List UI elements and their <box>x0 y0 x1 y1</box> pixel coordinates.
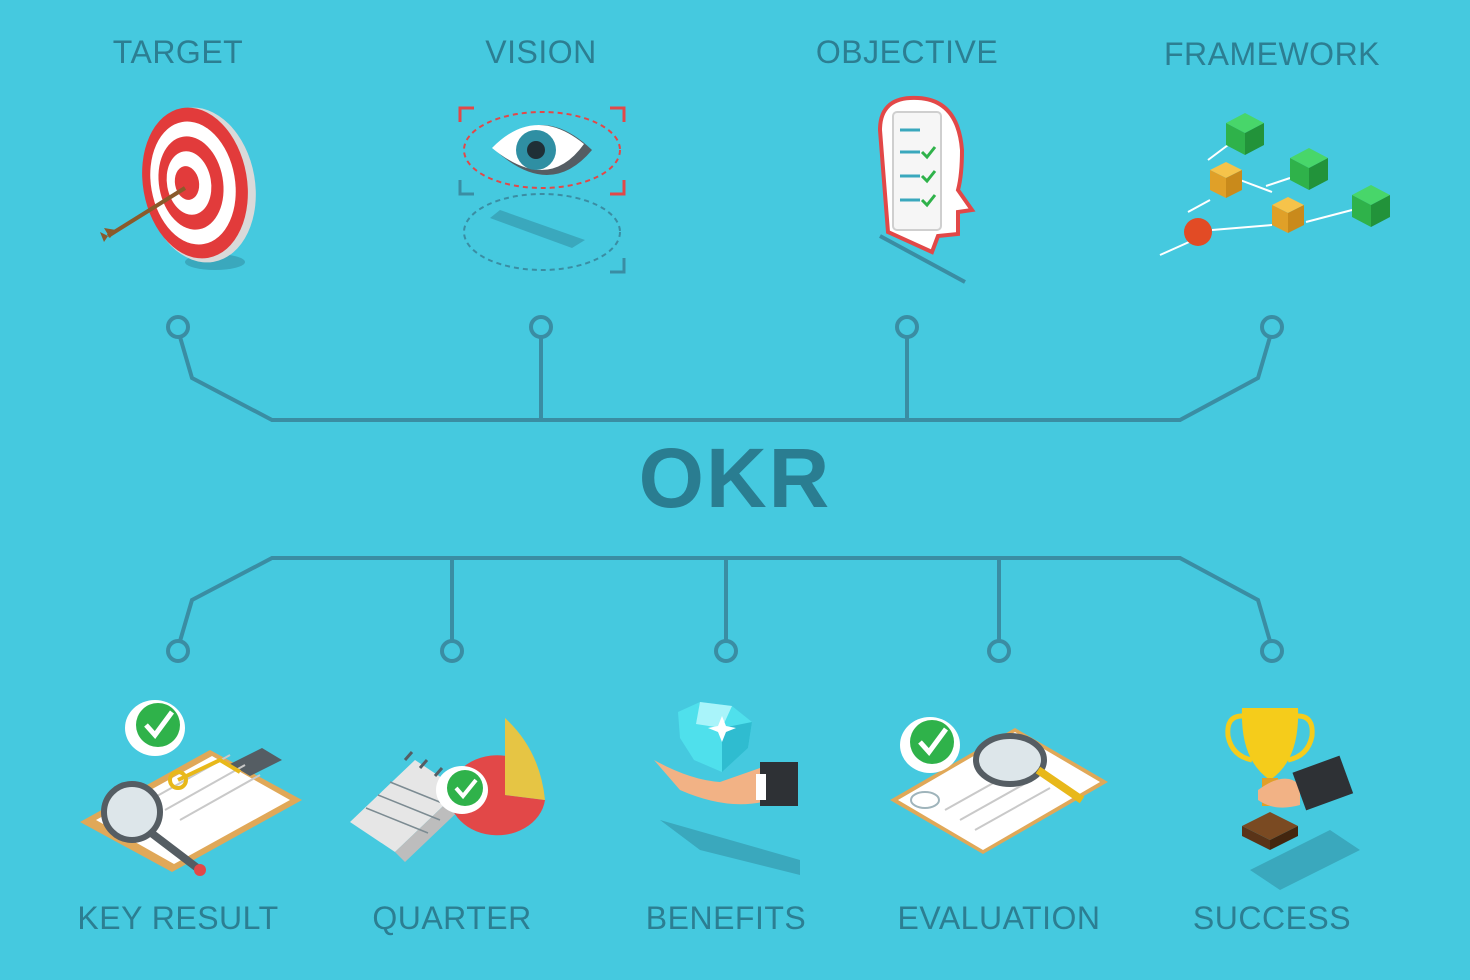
flowchart-icon <box>1160 113 1390 255</box>
eye-icon <box>460 108 624 272</box>
cube-green-1 <box>1226 113 1264 155</box>
target-icon <box>100 99 268 272</box>
calendar-chart-icon <box>350 718 545 862</box>
cube-green-2 <box>1290 148 1328 190</box>
clipboard-key-icon <box>80 700 302 876</box>
cube-green-3 <box>1352 185 1390 227</box>
diamond-hand-icon <box>654 702 800 875</box>
trophy-hand-icon <box>1228 708 1360 890</box>
cube-2 <box>1272 197 1304 233</box>
document-magnifier-icon <box>890 717 1108 854</box>
head-checklist-icon <box>880 98 972 282</box>
cube-1 <box>1210 162 1242 198</box>
